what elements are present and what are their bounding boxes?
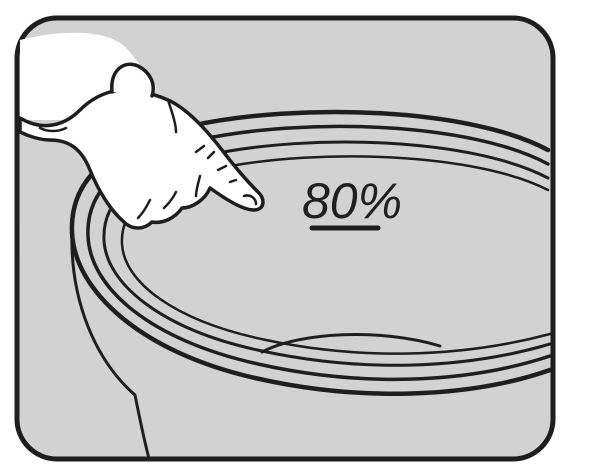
fill-level-label: 80% [302,173,402,229]
